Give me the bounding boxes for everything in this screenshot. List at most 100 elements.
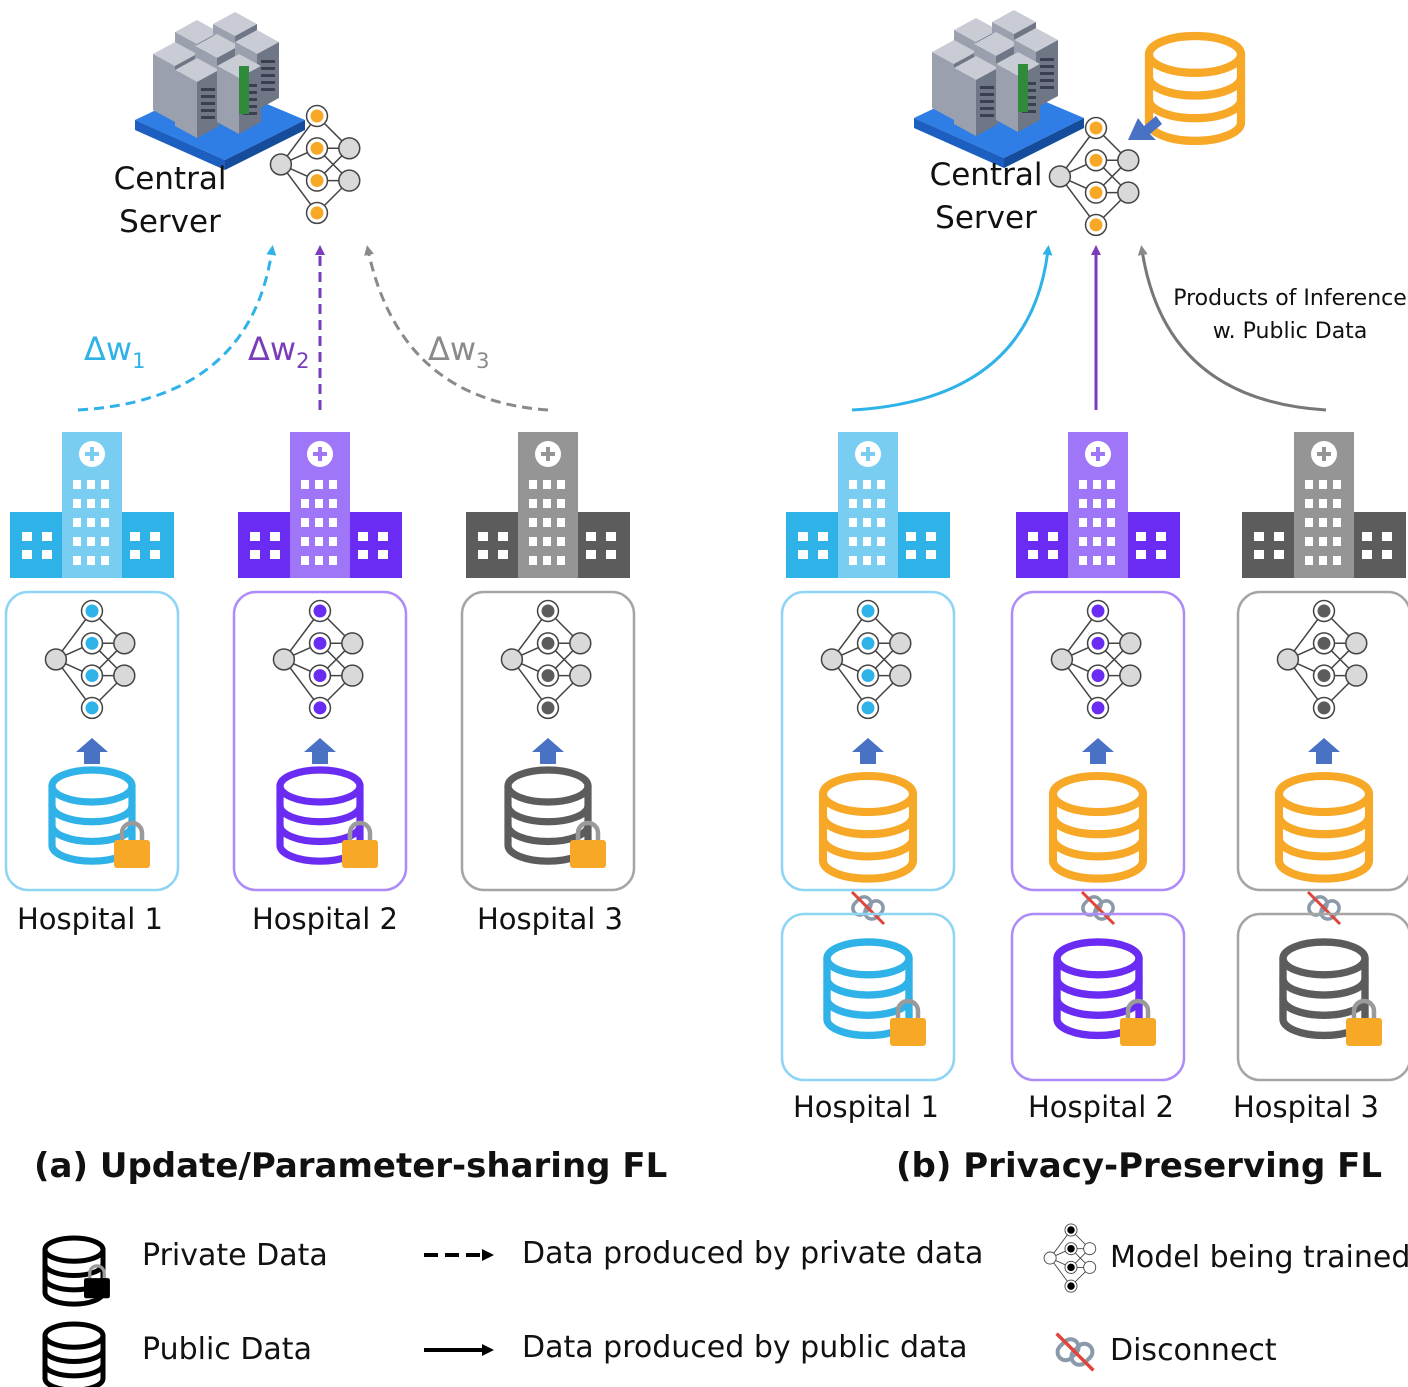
hospital-frame (1010, 590, 1186, 892)
window (529, 537, 537, 546)
lock-icon (570, 820, 606, 868)
lock-body (84, 1278, 110, 1299)
window (1333, 499, 1341, 508)
window (529, 499, 537, 508)
window (1079, 480, 1087, 489)
public-database-icon (42, 1321, 106, 1387)
window (557, 556, 565, 565)
hospital-building-icon (1242, 432, 1406, 578)
window (301, 556, 309, 565)
database-top (823, 938, 913, 979)
server-icon (135, 12, 305, 170)
hospital-frame (1010, 912, 1186, 1082)
up-arrow-icon (1308, 738, 1340, 764)
network-node-core (1067, 1263, 1075, 1272)
delta-w3-label: Δw3 (428, 330, 490, 373)
window (1093, 499, 1101, 508)
window (87, 499, 95, 508)
window (906, 532, 916, 541)
window (818, 550, 828, 559)
network-node-core (1067, 1244, 1075, 1253)
window (301, 518, 309, 527)
neural-network-icon (272, 599, 364, 720)
neural-network-icon (1050, 599, 1142, 720)
network-node-core (313, 604, 327, 618)
public-database-icon (1048, 771, 1148, 883)
network-node-core (1091, 636, 1105, 650)
hospital-frame (1236, 590, 1408, 892)
window (606, 532, 616, 541)
window (1136, 532, 1146, 541)
window (315, 480, 323, 489)
public-database-icon (1144, 31, 1246, 146)
database-top (42, 1321, 106, 1350)
window (1333, 537, 1341, 546)
network-node (272, 648, 296, 671)
window (250, 532, 260, 541)
database-top (276, 766, 364, 806)
network-node (1048, 165, 1072, 188)
window (250, 550, 260, 559)
network-node (1345, 664, 1368, 687)
window (1156, 532, 1166, 541)
window (1333, 518, 1341, 527)
window (1305, 556, 1313, 565)
window (130, 550, 140, 559)
window (926, 532, 936, 541)
window (557, 480, 565, 489)
database-ring (818, 834, 918, 883)
disconnect-icon (850, 890, 886, 926)
window (73, 499, 81, 508)
network-node-core (1091, 669, 1105, 683)
lock-icon (84, 1264, 110, 1299)
window (101, 518, 109, 527)
lock-shackle (1125, 998, 1151, 1018)
window (301, 480, 309, 489)
window (877, 518, 885, 527)
public-database-icon (818, 771, 918, 883)
network-node-core (541, 636, 555, 650)
network-node (1276, 648, 1300, 671)
window (87, 518, 95, 527)
network-node-core (861, 636, 875, 650)
network-node-core (1089, 153, 1103, 167)
network-node-core (1317, 604, 1331, 618)
database-top (504, 766, 592, 806)
window (543, 556, 551, 565)
window (73, 556, 81, 565)
link-segment (1055, 1337, 1081, 1363)
disconnect-slash (1306, 890, 1342, 926)
lock-body (1346, 1018, 1382, 1046)
network-node-core (541, 604, 555, 618)
window (1319, 556, 1327, 565)
hospital-wing (346, 512, 402, 578)
up-arrow-icon (304, 738, 336, 764)
window (358, 550, 368, 559)
network-node (1083, 1242, 1097, 1256)
window (863, 556, 871, 565)
network-node-core (1089, 186, 1103, 200)
hospital-wing (466, 512, 522, 578)
database-top (48, 766, 136, 806)
hospital-cross (318, 447, 322, 461)
network-node (1117, 149, 1140, 172)
window (557, 537, 565, 546)
delta-w1-label: Δw1 (84, 330, 146, 373)
window (849, 537, 857, 546)
network-node (341, 664, 364, 687)
window (1274, 532, 1284, 541)
public-data-legend-icon (42, 1321, 106, 1387)
database-ring (1048, 834, 1148, 883)
panel-a (4, 12, 636, 892)
update-arrow-hospital-1 (77, 245, 277, 412)
window (329, 499, 337, 508)
neural-network-icon (1048, 116, 1140, 237)
window (1333, 480, 1341, 489)
network-node-core (1091, 701, 1105, 715)
network-node-core (85, 636, 99, 650)
neural-network-icon (500, 599, 592, 720)
link-segment (1069, 1341, 1095, 1367)
window (87, 480, 95, 489)
disconnect-icon (1080, 890, 1116, 926)
window (1079, 556, 1087, 565)
